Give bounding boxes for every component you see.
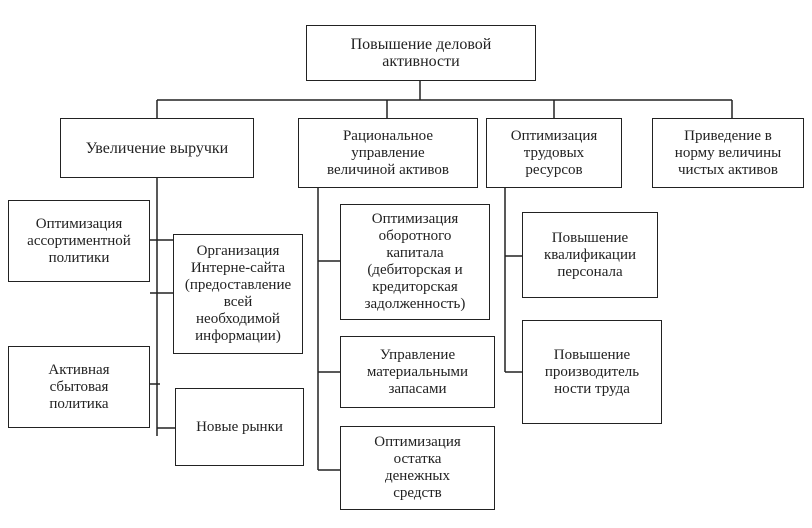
- root-node: Повышение деловой активности: [306, 25, 536, 81]
- item-inventory: Управление материальными запасами: [340, 336, 495, 408]
- branch-asset-management: Рациональное управление величиной активо…: [298, 118, 478, 188]
- item-working-capital: Оптимизация оборотного капитала (дебитор…: [340, 204, 490, 320]
- branch-net-assets: Приведение в норму величины чистых актив…: [652, 118, 804, 188]
- item-labor-productivity: Повышение производитель ности труда: [522, 320, 662, 424]
- item-sales-policy: Активная сбытовая политика: [8, 346, 150, 428]
- branch-labor-resources: Оптимизация трудовых ресурсов: [486, 118, 622, 188]
- item-staff-qualification: Повышение квалификации персонала: [522, 212, 658, 298]
- item-new-markets: Новые рынки: [175, 388, 304, 466]
- branch-revenue: Увеличение выручки: [60, 118, 254, 178]
- item-assortment-policy: Оптимизация ассортиментной политики: [8, 200, 150, 282]
- item-cash-balance: Оптимизация остатка денежных средств: [340, 426, 495, 510]
- item-website: Организация Интерне-сайта (предоставлени…: [173, 234, 303, 354]
